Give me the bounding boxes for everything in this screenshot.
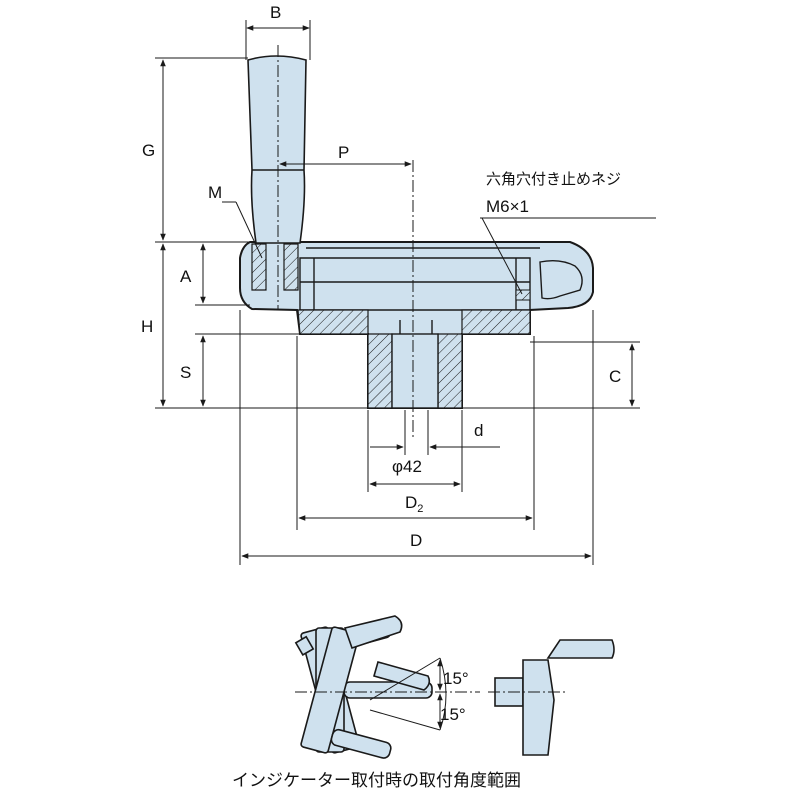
handle-grip xyxy=(247,55,307,244)
dim-M: M xyxy=(208,183,222,202)
hatch-handle-boss xyxy=(251,243,267,291)
hatch-hub-left xyxy=(367,333,393,409)
hatch-left-web xyxy=(297,309,369,335)
dim-D2: D2 xyxy=(405,493,423,515)
dim-C: C xyxy=(609,367,621,386)
indicator-angle-sketch: 15° 15° インジケーター取付時の取付角度範囲 xyxy=(232,615,615,791)
rim-right-detail xyxy=(539,259,583,300)
dim-phi42: φ42 xyxy=(392,457,422,476)
set-screw-size: M6×1 xyxy=(486,197,529,216)
indicator-caption: インジケーター取付時の取付角度範囲 xyxy=(232,771,521,791)
angle-top-label: 15° xyxy=(443,669,469,688)
dim-d: d xyxy=(474,421,483,440)
dim-G: G xyxy=(142,141,155,160)
hatch-right-web xyxy=(461,309,531,335)
dim-D: D xyxy=(410,531,422,550)
dim-B: B xyxy=(270,3,281,22)
angle-bottom-label: 15° xyxy=(440,705,466,724)
dim-H: H xyxy=(141,317,153,336)
hatch-hub-right xyxy=(437,333,463,409)
set-screw xyxy=(515,289,531,301)
dim-P: P xyxy=(338,143,349,162)
hatch-handle-boss-r xyxy=(283,243,299,291)
set-screw-label: 六角穴付き止めネジ xyxy=(486,170,621,188)
main-section-view: B G P M A H S C d φ42 D2 D 六角穴付き止めネジ M6×… xyxy=(141,3,656,565)
indicator-side-view xyxy=(488,639,615,756)
wheel-recess xyxy=(299,257,531,311)
hub-bore xyxy=(391,333,439,409)
dim-S: S xyxy=(180,363,191,382)
dim-A: A xyxy=(180,267,192,286)
